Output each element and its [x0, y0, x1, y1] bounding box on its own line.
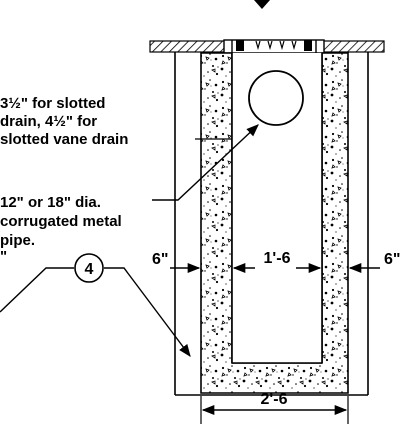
top-chevron [254, 0, 270, 9]
callout-bubble [74, 253, 104, 283]
dim-outer-width-label: 2'-6 [261, 391, 288, 408]
callout-leader-arrow [104, 267, 191, 358]
slot-note-line-2: drain, 4½" for [0, 113, 97, 130]
pavement-right [321, 40, 385, 53]
pipe-note-line-1: 12" or 18" dia. [0, 194, 101, 211]
cut-off-note: " [0, 248, 7, 265]
dim-inner-width-label: 1'-6 [264, 250, 291, 267]
pipe-note-line-2: corrugated metal [0, 213, 122, 230]
corrugated-pipe [248, 70, 304, 126]
dim-left-wall-label: 6" [152, 251, 168, 268]
slot-note-line-1: 3½" for slotted [0, 95, 105, 112]
callout-number: 4 [85, 261, 94, 278]
dim-right-wall-label: 6" [384, 251, 400, 268]
callout-leader [0, 267, 74, 313]
pipe-note-line-3: pipe. [0, 232, 35, 249]
pavement-left [149, 40, 233, 53]
pipe-leader [152, 124, 259, 201]
slotted-grate [223, 39, 325, 54]
slot-note-line-3: slotted vane drain [0, 131, 128, 148]
